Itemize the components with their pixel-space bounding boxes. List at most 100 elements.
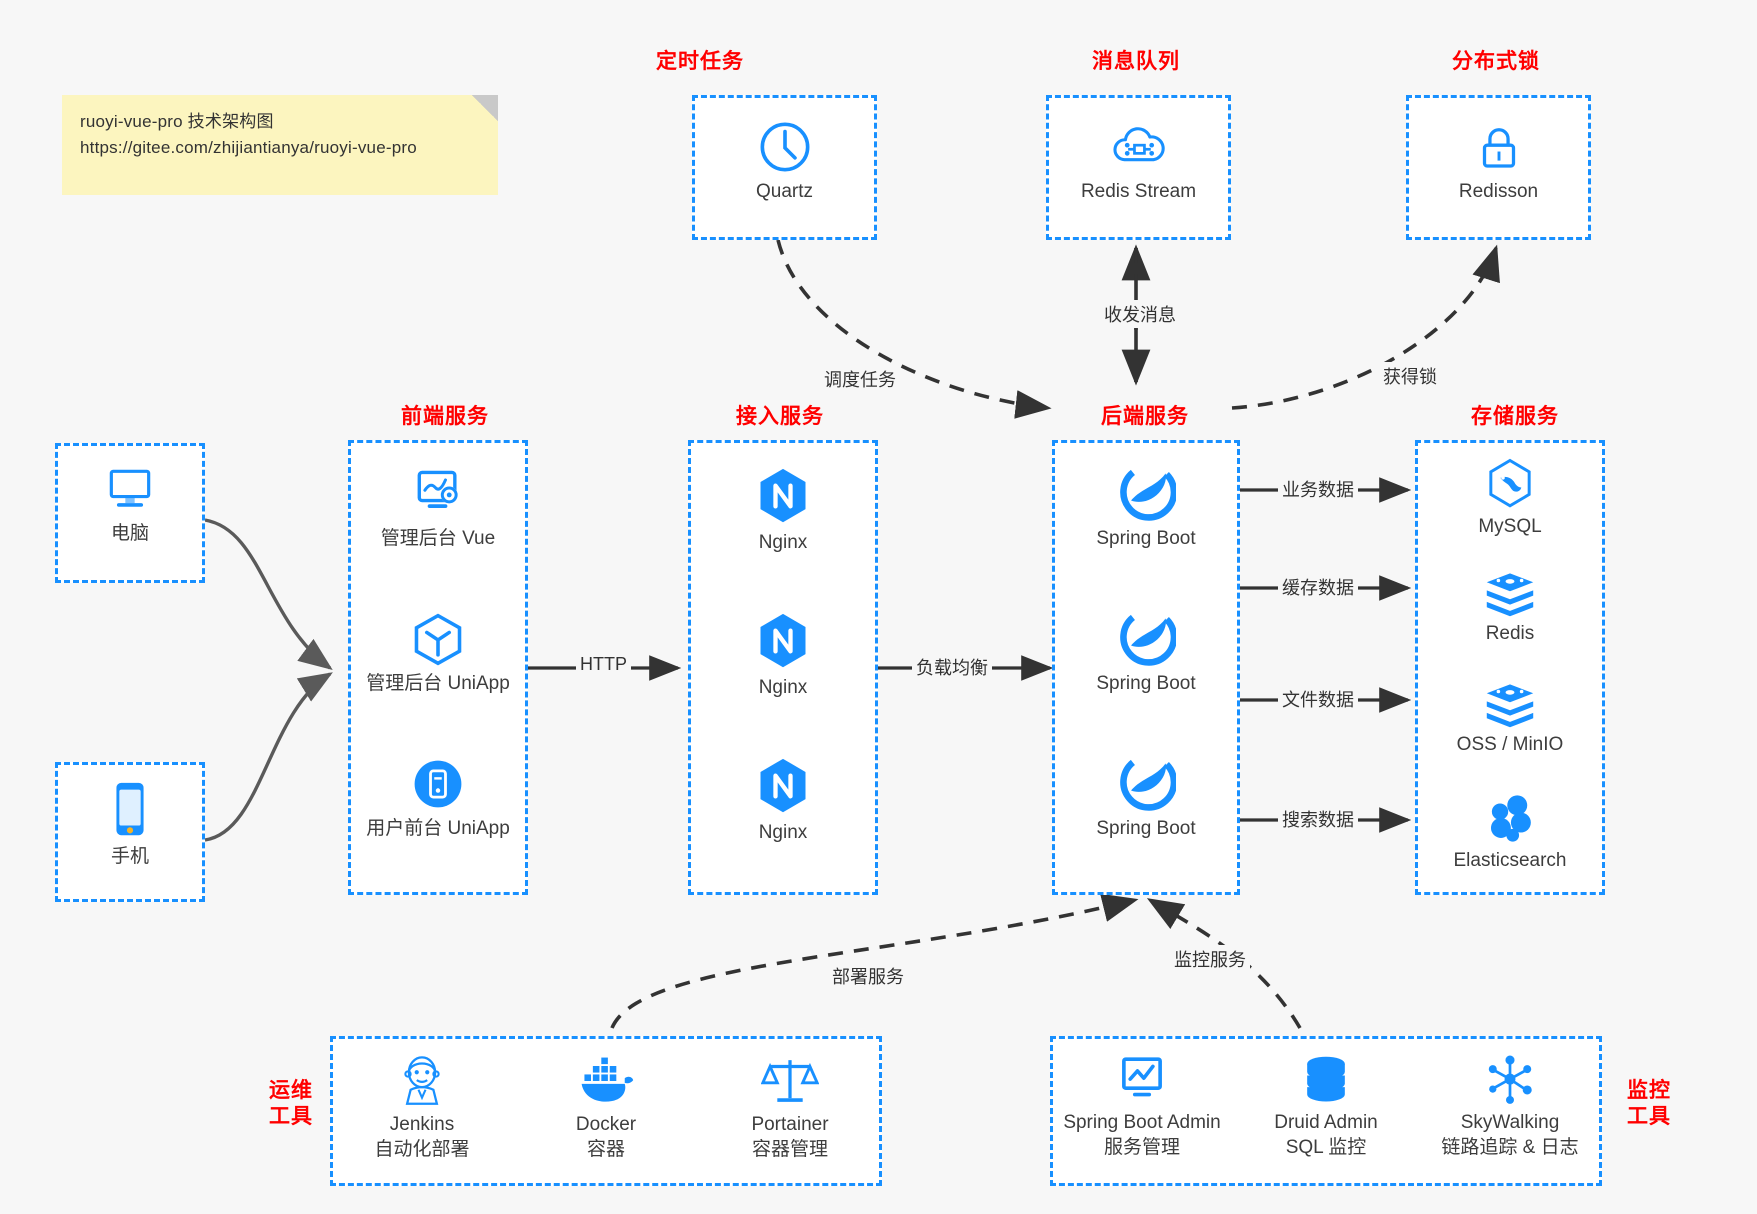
- spring-icon: [1120, 469, 1176, 521]
- node-label: Redisson: [1458, 181, 1539, 202]
- note-url: https://gitee.com/zhijiantianya/ruoyi-vu…: [80, 138, 417, 158]
- edge-label-send-receive-message: 收发消息: [1100, 300, 1180, 328]
- mysql-icon: [1489, 458, 1531, 508]
- node-user-uniapp[interactable]: 用户前台 UniApp: [351, 755, 525, 842]
- group-label-devops-line1: 运维: [269, 1079, 313, 1102]
- skywalking-icon: [1488, 1055, 1532, 1104]
- cloud-stream-icon: [1112, 127, 1165, 162]
- node-redisson[interactable]: Redisson: [1409, 118, 1588, 205]
- group-label-distributed-lock: 分布式锁: [1452, 50, 1540, 73]
- group-box-scheduled-task: Quartz: [692, 95, 877, 240]
- node-spring-boot-3[interactable]: Spring Boot: [1055, 755, 1237, 842]
- node-label: Portainer: [751, 1114, 829, 1135]
- node-label: Spring Boot: [1096, 673, 1196, 694]
- group-box-frontend: 管理后台 Vue 管理后台 UniApp 用户前台 UniApp: [348, 440, 528, 895]
- node-label: 电脑: [110, 523, 149, 544]
- node-portainer[interactable]: Portainer 容器管理: [517, 1053, 1063, 1162]
- edge-label-deploy-service: 部署服务: [828, 962, 908, 990]
- node-desc: 链路追踪 & 日志: [1441, 1136, 1579, 1158]
- node-label: Docker: [575, 1114, 637, 1135]
- node-label: Elasticsearch: [1453, 850, 1567, 871]
- group-label-devops: 运维 工具: [258, 1078, 324, 1131]
- group-label-backend: 后端服务: [1101, 405, 1189, 428]
- node-elasticsearch[interactable]: Elasticsearch: [1418, 791, 1602, 874]
- node-label: Redis Stream: [1080, 181, 1197, 202]
- node-mysql[interactable]: MySQL: [1418, 457, 1602, 540]
- node-nginx-2[interactable]: Nginx: [691, 610, 875, 701]
- node-label: 手机: [110, 846, 149, 867]
- dashboard-icon: [417, 470, 458, 509]
- group-box-message-queue: Redis Stream: [1046, 95, 1231, 240]
- node-spring-boot-1[interactable]: Spring Boot: [1055, 465, 1237, 552]
- node-admin-uniapp[interactable]: 管理后台 UniApp: [351, 610, 525, 697]
- group-label-storage: 存储服务: [1471, 405, 1559, 428]
- node-label: 管理后台 Vue: [380, 528, 496, 549]
- group-box-distributed-lock: Redisson: [1406, 95, 1591, 240]
- lock-icon: [1482, 128, 1515, 168]
- group-label-scheduled-task: 定时任务: [656, 50, 744, 73]
- spring-icon: [1120, 614, 1176, 666]
- edge-label-business-data: 业务数据: [1278, 475, 1358, 503]
- node-label: MySQL: [1478, 516, 1542, 537]
- database-icon: [1307, 1056, 1345, 1102]
- docker-icon: [581, 1057, 634, 1102]
- nginx-icon: [760, 613, 806, 668]
- node-desc: 容器管理: [751, 1138, 828, 1160]
- elasticsearch-icon: [1490, 795, 1531, 842]
- node-redis[interactable]: Redis: [1418, 568, 1602, 647]
- group-label-monitor-line1: 监控: [1627, 1079, 1671, 1102]
- group-label-monitor: 监控 工具: [1616, 1078, 1682, 1131]
- nginx-icon: [760, 468, 806, 523]
- node-pc[interactable]: 电脑: [58, 462, 202, 547]
- node-jenkins[interactable]: Jenkins 自动化部署: [149, 1053, 695, 1162]
- group-label-frontend: 前端服务: [401, 405, 489, 428]
- group-box-client-mobile: 手机: [55, 762, 205, 902]
- node-nginx-1[interactable]: Nginx: [691, 465, 875, 556]
- node-desc: 服务管理: [1103, 1136, 1180, 1158]
- desktop-icon: [109, 469, 151, 507]
- node-skywalking[interactable]: SkyWalking 链路追踪 & 日志: [1237, 1053, 1757, 1160]
- node-spring-boot-admin[interactable]: Spring Boot Admin 服务管理: [869, 1053, 1415, 1160]
- node-label: 管理后台 UniApp: [366, 673, 510, 694]
- edge-label-load-balance: 负载均衡: [912, 653, 992, 681]
- group-box-gateway: Nginx Nginx Nginx: [688, 440, 878, 895]
- node-mobile[interactable]: 手机: [58, 779, 202, 870]
- note-title: ruoyi-vue-pro 技术架构图: [80, 112, 274, 131]
- node-label: OSS / MinIO: [1456, 734, 1564, 755]
- node-docker[interactable]: Docker 容器: [333, 1053, 879, 1162]
- node-label: Nginx: [758, 677, 808, 698]
- group-label-devops-line2: 工具: [269, 1105, 313, 1129]
- group-box-backend: Spring Boot Spring Boot Spring Boot: [1052, 440, 1240, 895]
- group-label-gateway: 接入服务: [736, 405, 824, 428]
- sticky-note: ruoyi-vue-pro 技术架构图 https://gitee.com/zh…: [62, 95, 498, 195]
- edge-label-acquire-lock: 获得锁: [1379, 362, 1441, 390]
- node-desc: SQL 监控: [1285, 1136, 1367, 1158]
- edge-label-cache-data: 缓存数据: [1278, 573, 1358, 601]
- edge-label-monitor-service: 监控服务: [1170, 945, 1250, 973]
- mobile-app-icon: [414, 760, 462, 808]
- edge-label-schedule-task: 调度任务: [820, 365, 900, 393]
- cube-icon: [414, 613, 462, 666]
- node-desc: 容器: [586, 1138, 625, 1160]
- group-box-monitor: Spring Boot Admin 服务管理 Druid Admin SQL 监…: [1050, 1036, 1602, 1186]
- node-label: Spring Boot: [1096, 818, 1196, 839]
- group-label-message-queue: 消息队列: [1092, 50, 1180, 73]
- node-nginx-3[interactable]: Nginx: [691, 755, 875, 846]
- node-desc: 自动化部署: [374, 1138, 470, 1160]
- group-box-client-pc: 电脑: [55, 443, 205, 583]
- node-spring-boot-2[interactable]: Spring Boot: [1055, 610, 1237, 697]
- spring-icon: [1120, 759, 1176, 811]
- oss-icon: [1486, 684, 1534, 728]
- node-druid-admin[interactable]: Druid Admin SQL 监控: [1053, 1053, 1599, 1160]
- nginx-icon: [760, 758, 806, 813]
- node-quartz[interactable]: Quartz: [695, 118, 874, 205]
- node-label: Quartz: [755, 181, 814, 202]
- node-redis-stream[interactable]: Redis Stream: [1049, 118, 1228, 205]
- edge-label-file-data: 文件数据: [1278, 685, 1358, 713]
- node-admin-vue[interactable]: 管理后台 Vue: [351, 465, 525, 552]
- node-oss-minio[interactable]: OSS / MinIO: [1418, 679, 1602, 758]
- node-label: Spring Boot Admin: [1063, 1112, 1221, 1133]
- node-label: Spring Boot: [1096, 528, 1196, 549]
- node-label: SkyWalking: [1460, 1112, 1560, 1133]
